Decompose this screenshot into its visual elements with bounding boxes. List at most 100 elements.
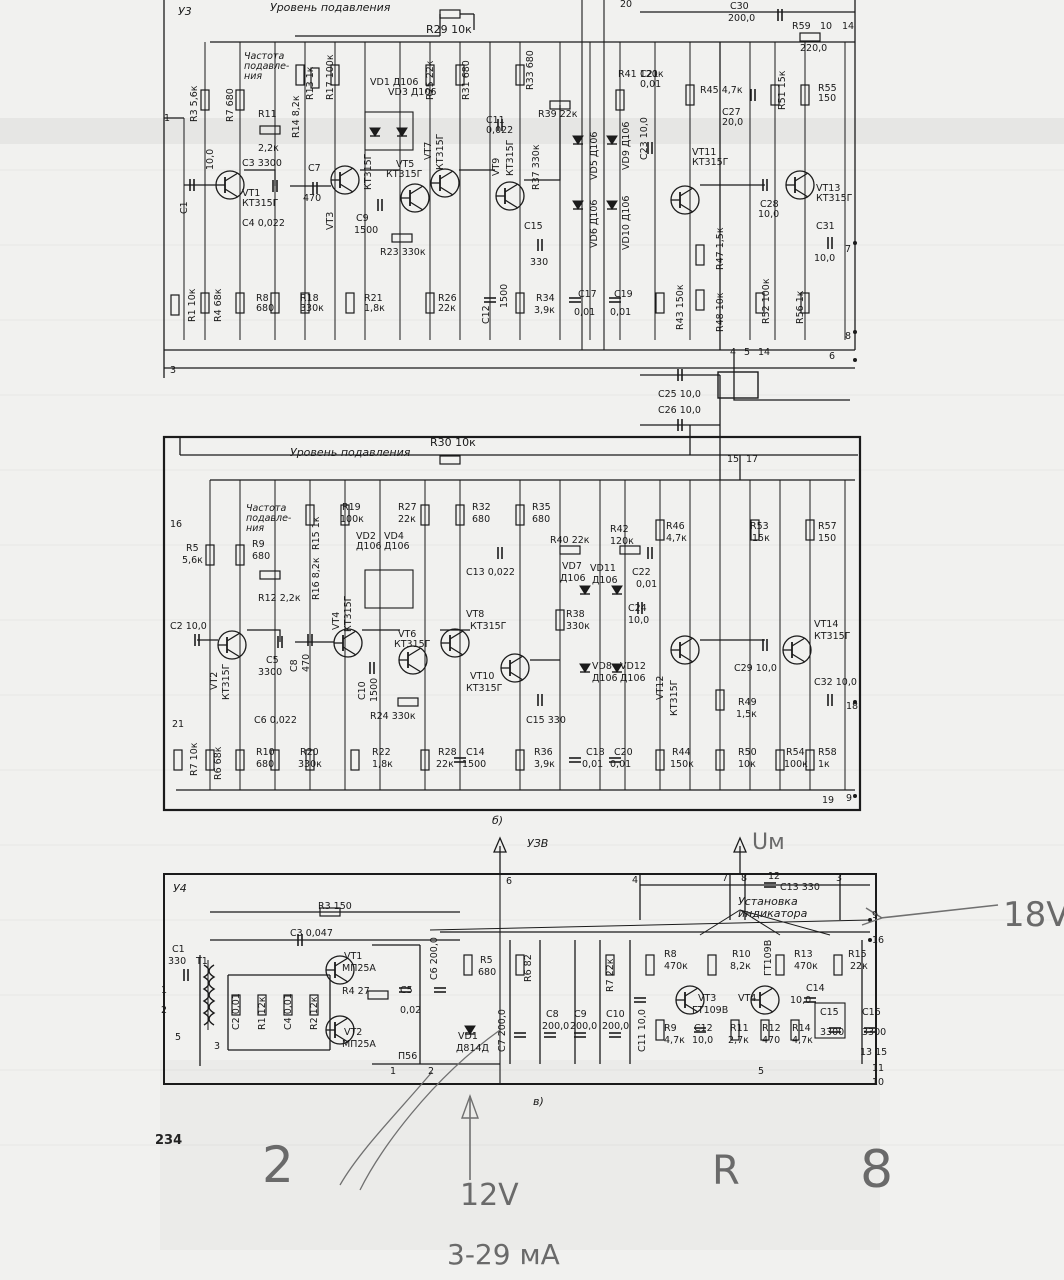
- comp-label: R50: [738, 747, 757, 758]
- comp-label: R10: [256, 747, 275, 758]
- terminal-label: 19: [822, 795, 835, 806]
- comp-label: C28: [760, 199, 779, 210]
- resistor: [695, 244, 705, 266]
- comp-label: C15: [820, 1007, 839, 1018]
- comp-label: VT6: [398, 629, 417, 640]
- diode: [369, 127, 381, 137]
- terminal-label: 15: [727, 454, 740, 465]
- comp-label: R55: [818, 83, 837, 94]
- comp-label: C14: [466, 747, 485, 758]
- resistor: [439, 455, 461, 465]
- comp-label: VT2: [209, 671, 220, 690]
- comp-label: КТ315Г: [394, 639, 431, 650]
- resistor: [425, 292, 435, 314]
- wire: [504, 199, 519, 209]
- comp-label: C4 0,01: [283, 993, 294, 1030]
- comp-label: 0,01: [640, 79, 662, 90]
- comp-label: C18: [586, 747, 605, 758]
- diode: [572, 200, 584, 210]
- diode: [611, 663, 623, 673]
- comp-label: R12: [762, 1023, 781, 1034]
- wire: [679, 653, 694, 663]
- comp-label: R51 15к: [777, 70, 788, 110]
- terminal-label: 11: [872, 1063, 885, 1074]
- resistor: [425, 64, 435, 86]
- resistor: [760, 1019, 770, 1041]
- comp-label: VD10 Д106: [621, 195, 632, 250]
- comp-label: Д106: [560, 573, 586, 584]
- junction-dot: [868, 938, 872, 942]
- comp-label: R22: [372, 747, 391, 758]
- comp-label: R14 8,2к: [291, 95, 302, 138]
- resistor: [340, 504, 350, 526]
- comp-label: R3 5,6к: [189, 85, 200, 122]
- comp-label: R9: [664, 1023, 677, 1034]
- resistor: [309, 994, 319, 1016]
- resistor: [515, 292, 525, 314]
- comp-label: 680: [256, 759, 275, 770]
- comp-label: 22к: [850, 961, 868, 972]
- comp-label: R37 330к: [531, 144, 542, 190]
- comp-label: C23 10,0: [639, 117, 650, 160]
- comp-label: C12: [694, 1023, 713, 1034]
- comp-label: 8,2к: [730, 961, 751, 972]
- diode: [572, 135, 584, 145]
- diode: [396, 127, 408, 137]
- comp-label: R11: [730, 1023, 749, 1034]
- terminal-label: 16: [872, 935, 885, 946]
- wire: [334, 957, 349, 967]
- resistor: [310, 67, 320, 89]
- wire: [684, 1003, 699, 1013]
- comp-label: R36: [534, 747, 553, 758]
- comp-label: 470: [762, 1035, 781, 1046]
- comp-label: 200,0: [542, 1021, 570, 1032]
- comp-label: 680: [478, 967, 497, 978]
- resistor: [800, 84, 810, 106]
- wire: [449, 646, 464, 656]
- comp-label: C3 3300: [242, 158, 282, 169]
- comp-label: R54: [786, 747, 805, 758]
- comp-label: Д106: [384, 541, 410, 552]
- resistor: [730, 1019, 740, 1041]
- comp-label: R13: [794, 949, 813, 960]
- resistor: [295, 64, 305, 86]
- comp-label: R32: [472, 502, 491, 513]
- resistor: [655, 292, 665, 314]
- resistor: [420, 504, 430, 526]
- resistor: [715, 749, 725, 771]
- comp-label: 1,5к: [736, 709, 757, 720]
- comp-label: 150: [818, 93, 837, 104]
- resistor: [790, 1019, 800, 1041]
- comp-label: C10: [357, 681, 368, 700]
- comp-label: VD4: [384, 531, 404, 542]
- comp-label: 2,2к: [258, 143, 279, 154]
- comp-label: VT4: [331, 611, 342, 630]
- comp-label: C19: [614, 289, 633, 300]
- comp-label: C25 10,0: [658, 389, 701, 400]
- resistor: [515, 954, 525, 976]
- terminal-label: 4: [730, 347, 737, 358]
- comp-label: 22к: [398, 514, 416, 525]
- resistor: [305, 504, 315, 526]
- comp-label: C7: [308, 163, 321, 174]
- comp-label: КТ315Г: [363, 153, 374, 190]
- comp-label: 22к: [438, 303, 456, 314]
- handwritten-digit-8: 8: [860, 1140, 894, 1200]
- comp-label: VT2: [344, 1027, 363, 1038]
- comp-label: R25 22к: [425, 60, 436, 100]
- comp-label: VD3 Д106: [388, 87, 437, 98]
- junction-dot: [868, 918, 872, 922]
- uzv-output-label: УЗВ: [527, 837, 549, 850]
- resistor: [235, 89, 245, 111]
- terminal-label: 3: [214, 1041, 221, 1052]
- terminal-label: 3: [170, 365, 177, 376]
- terminal-label: 8: [845, 331, 852, 342]
- terminal-label: 10: [820, 21, 833, 32]
- transformer-coil: [208, 964, 216, 1026]
- comp-label: R44: [672, 747, 691, 758]
- comp-label: 1,8к: [364, 303, 385, 314]
- resistor: [715, 689, 725, 711]
- resistor: [173, 749, 183, 771]
- terminal-label: 9: [846, 793, 853, 804]
- resistor: [259, 125, 281, 135]
